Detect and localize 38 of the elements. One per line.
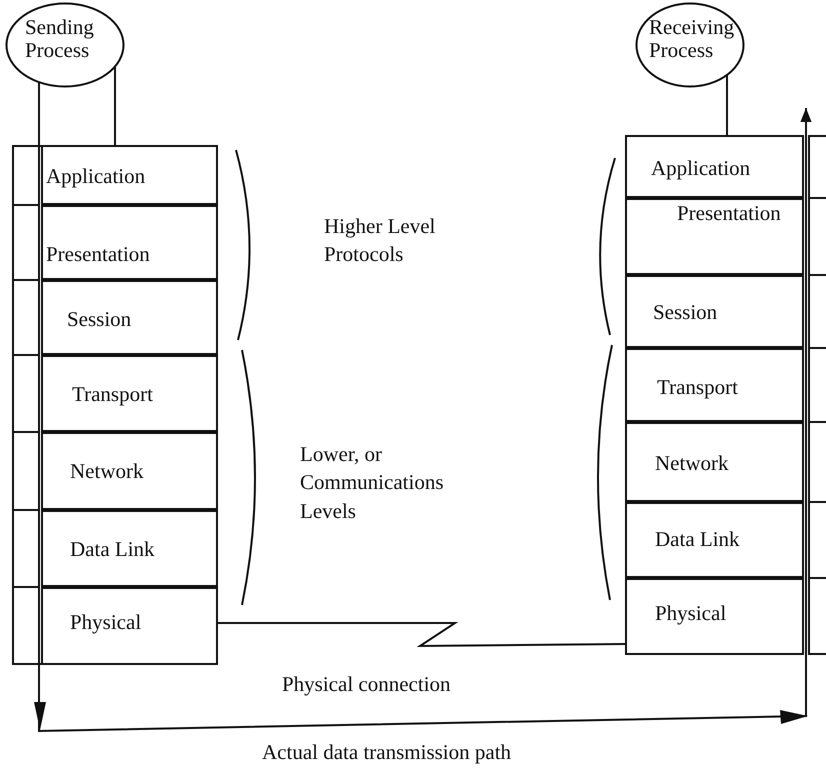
layer-box	[41, 510, 218, 587]
layer-box	[625, 502, 804, 578]
layer-name: Session	[67, 308, 132, 332]
process-ellipse	[635, 2, 745, 88]
layer-box	[625, 135, 804, 198]
arrow	[38, 82, 812, 732]
layer-box	[625, 198, 804, 275]
layer-box	[41, 587, 218, 665]
layer-box	[625, 422, 804, 502]
group-label: Lower, or Communications Levels	[300, 441, 444, 525]
layer-box	[41, 280, 218, 355]
layer-box	[41, 432, 218, 510]
layer-box	[625, 275, 804, 348]
layer-name: Network	[655, 452, 728, 476]
layer-box	[41, 145, 218, 205]
layer-name: Application	[651, 157, 750, 180]
layer-name: Network	[70, 460, 144, 484]
layer-box	[41, 355, 218, 432]
connector-line	[218, 622, 625, 648]
connector-line	[114, 66, 116, 145]
process-name: Sending Process	[25, 16, 95, 62]
layer-name: Data Link	[70, 538, 155, 562]
layer-box	[625, 348, 804, 422]
layer-name: Session	[653, 301, 718, 324]
layer-name: Transport	[657, 376, 738, 400]
layer-name: Application	[46, 165, 146, 188]
layer-box	[625, 578, 804, 655]
layer-box	[41, 205, 218, 280]
layer-name: Presentation	[46, 243, 150, 266]
layer-name: Physical	[70, 611, 142, 634]
group-label: Higher Level Protocols	[324, 213, 436, 268]
layer-name: Data Link	[655, 528, 740, 552]
layer-name: Physical	[655, 602, 726, 626]
process-name: Receiving Process	[649, 16, 736, 62]
process-ellipse	[5, 2, 125, 88]
layer-name: Presentation	[677, 202, 781, 226]
connector-line	[726, 74, 728, 135]
layer-name: Transport	[72, 383, 153, 406]
